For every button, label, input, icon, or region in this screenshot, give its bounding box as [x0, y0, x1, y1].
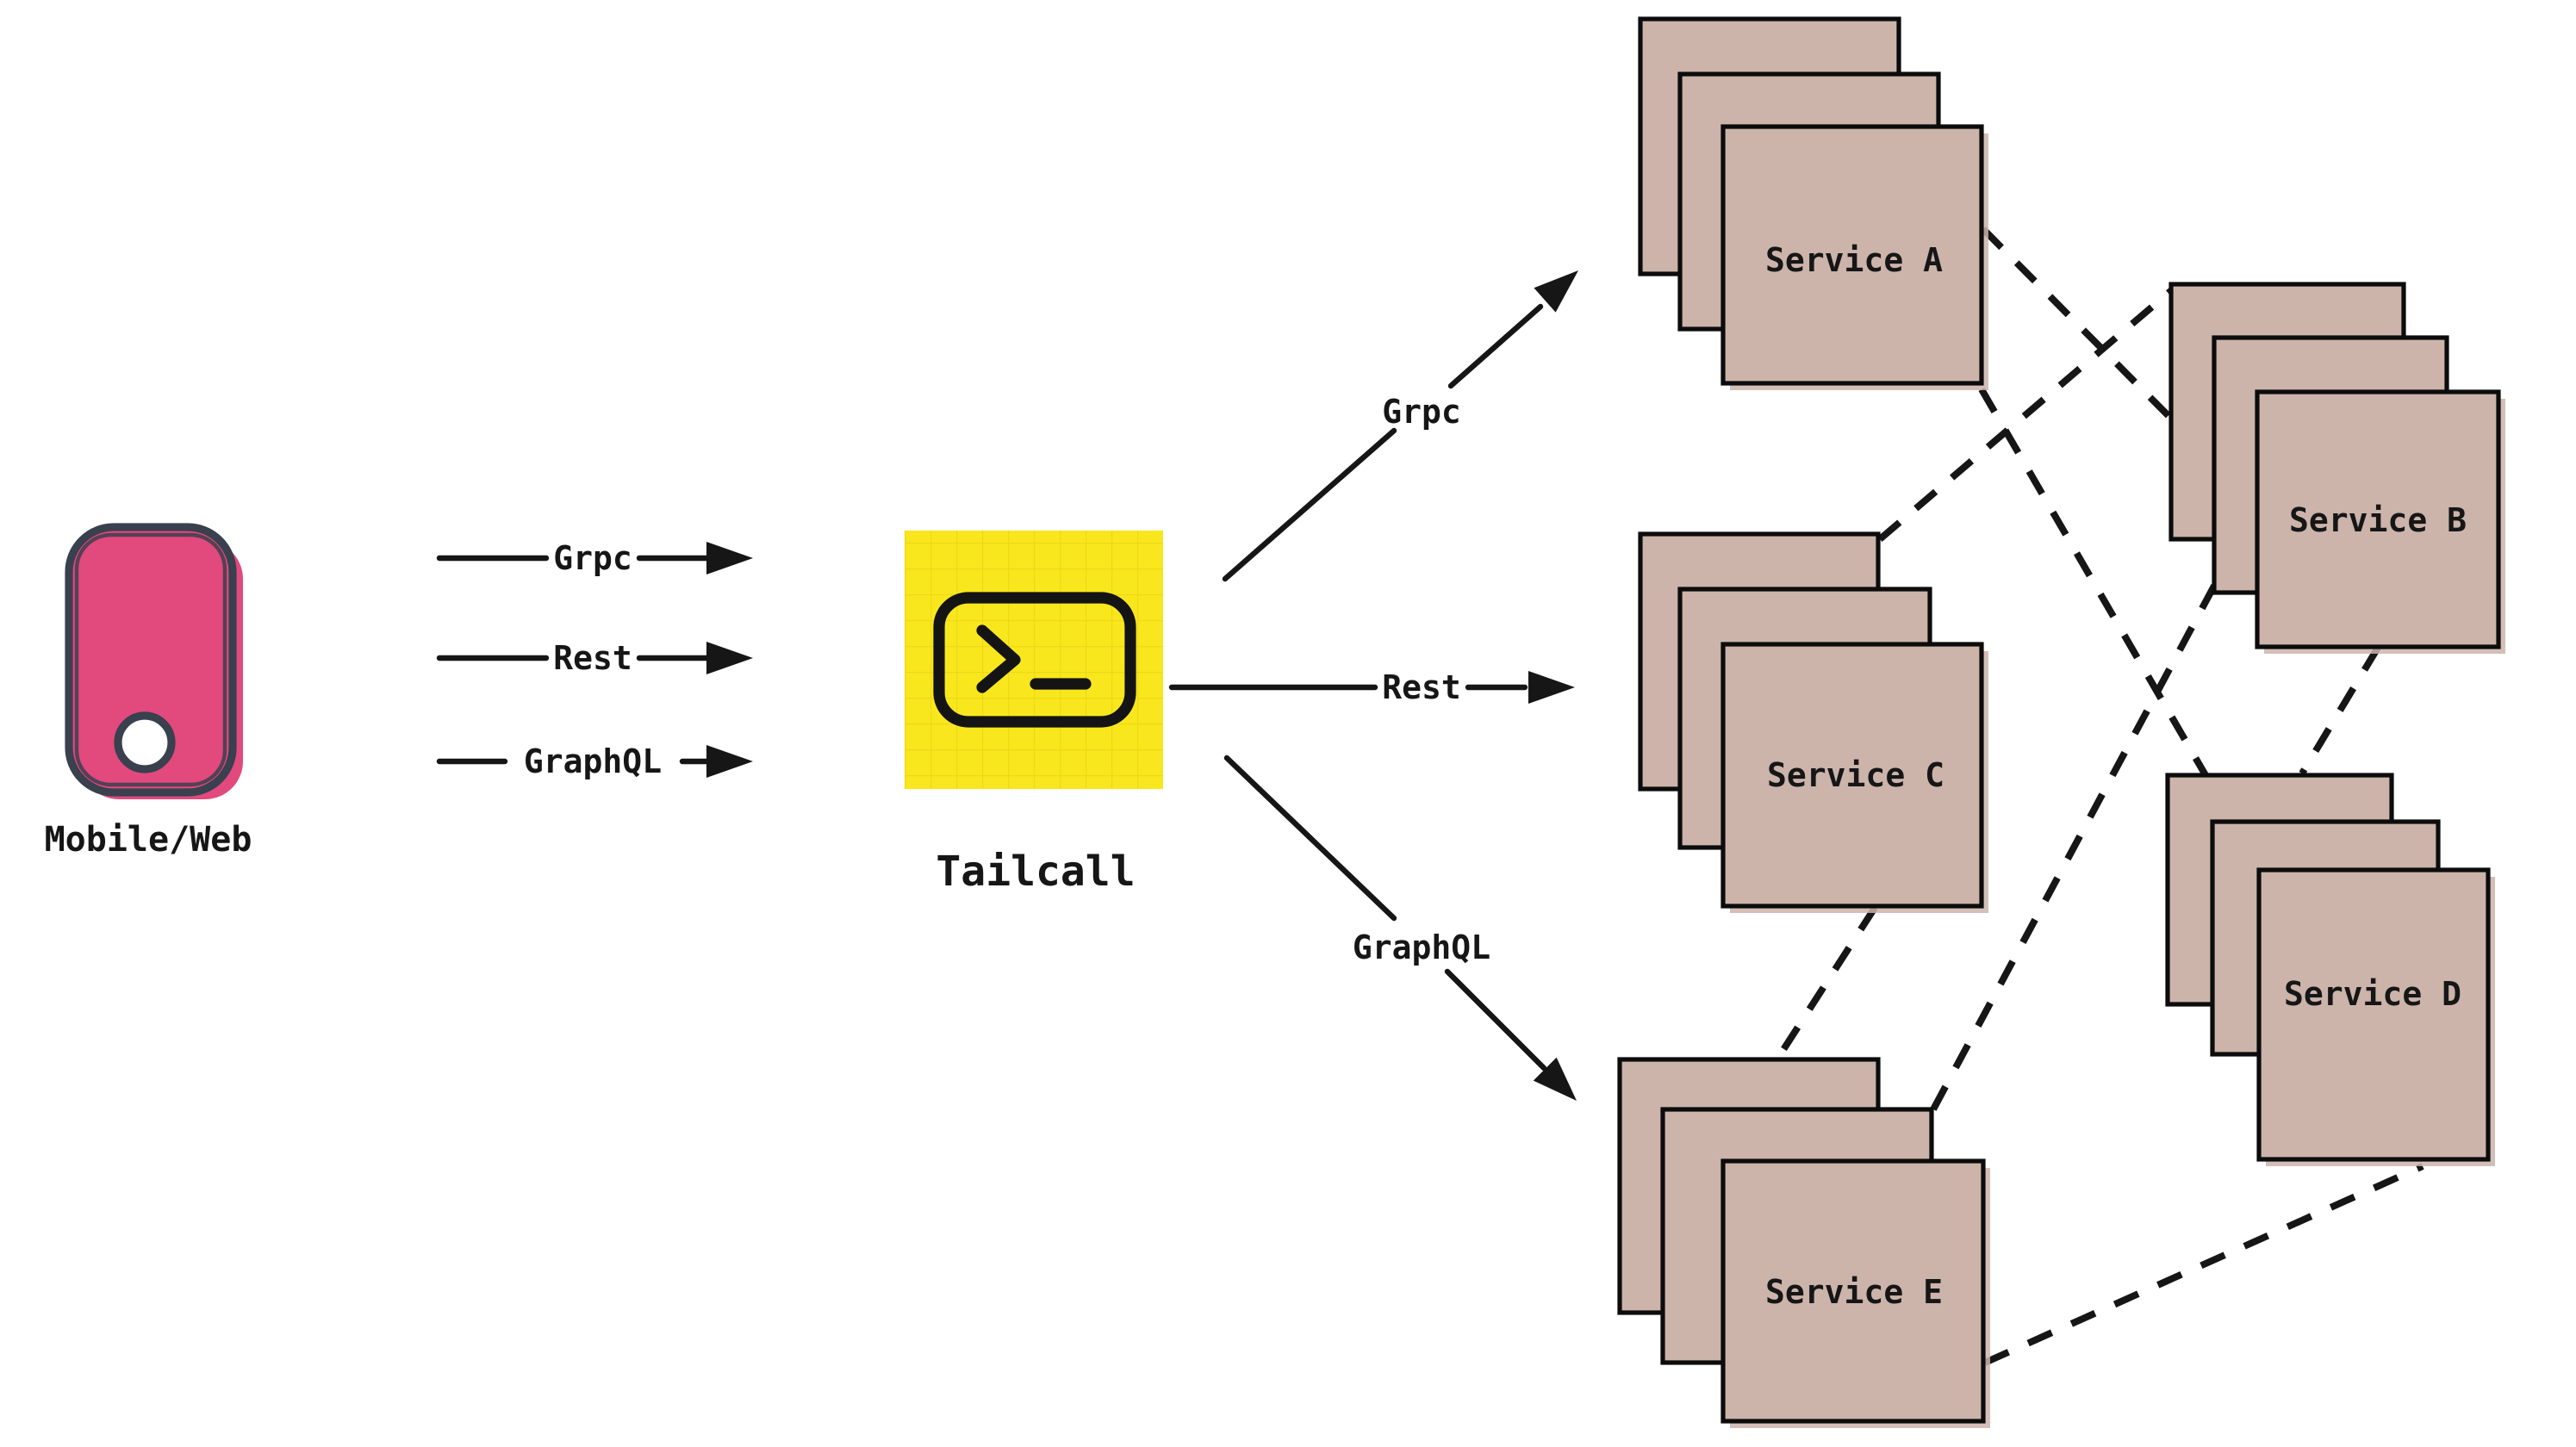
client-arrow-graphql: GraphQL [436, 742, 753, 780]
connection-service-e-service-b [1930, 491, 2268, 1111]
gateway-arrow-rest: Rest [1168, 668, 1575, 706]
client-node: Mobile/Web [45, 523, 252, 860]
gateway-box-grid [905, 531, 1163, 789]
gateway-arrow-graphql-label: GraphQL [1353, 928, 1490, 966]
arrowhead-icon [706, 745, 753, 778]
service-b-label: Service B [2289, 501, 2467, 539]
service-d-node: Service D [2165, 773, 2495, 1166]
stack-card-front [1720, 642, 1984, 909]
service-e-node: Service E [1617, 1057, 1990, 1428]
terminal-screen [933, 592, 1136, 728]
arrowhead-icon [706, 542, 753, 574]
mobile-phone-icon [65, 523, 243, 799]
stack-card-front [1720, 124, 1984, 386]
service-a-node: Service A [1638, 16, 1988, 390]
gateway-node: Tailcall [905, 531, 1163, 896]
gateway-arrow-rest-label: Rest [1382, 668, 1461, 706]
arrow-line [1444, 968, 1547, 1071]
service-c-node: Service C [1638, 531, 1988, 913]
connection-service-e-service-d [1983, 1163, 2424, 1366]
service-d-label: Service D [2284, 975, 2461, 1013]
service-a-label: Service A [1765, 241, 1943, 279]
arrowhead-icon [1528, 671, 1575, 704]
client-arrow-rest: Rest [436, 639, 753, 677]
arrow-line [1222, 427, 1397, 582]
terminal-chevron [976, 624, 1021, 693]
stack-card-front [1720, 1158, 1986, 1424]
terminal-icon [933, 592, 1136, 728]
service-b-node: Service B [2168, 282, 2505, 654]
gateway-arrow-graphql: GraphQL [1223, 755, 1577, 1101]
stack-card-front [2256, 867, 2491, 1162]
connection-service-c-service-b [1877, 284, 2177, 543]
phone-inner-stroke [74, 532, 227, 787]
gateway-arrow-grpc: Grpc [1222, 270, 1578, 582]
connection-service-b-service-d [2299, 645, 2381, 776]
client-arrow-rest-label: Rest [553, 639, 632, 677]
service-c-label: Service C [1767, 756, 1944, 794]
phone-body [65, 523, 237, 797]
phone-home-button [114, 711, 176, 773]
service-connections [1775, 227, 2424, 1366]
arrow-line [1223, 755, 1397, 922]
gateway-label: Tailcall [936, 848, 1135, 896]
connection-service-c-service-e [1775, 905, 1878, 1060]
connection-service-a-service-b [1981, 227, 2189, 437]
client-arrow-grpc: Grpc [436, 539, 753, 577]
arrowhead-icon [1533, 1057, 1577, 1101]
arrowhead-icon [706, 642, 753, 674]
gateway-arrow-grpc-label: Grpc [1382, 393, 1461, 431]
arrowhead-icon [1534, 270, 1578, 313]
client-arrow-graphql-label: GraphQL [524, 742, 662, 780]
client-label: Mobile/Web [45, 820, 252, 860]
client-arrow-grpc-label: Grpc [553, 539, 632, 577]
service-e-label: Service E [1765, 1273, 1943, 1311]
arrow-line [1447, 303, 1544, 389]
stack-card-front [2255, 389, 2501, 649]
